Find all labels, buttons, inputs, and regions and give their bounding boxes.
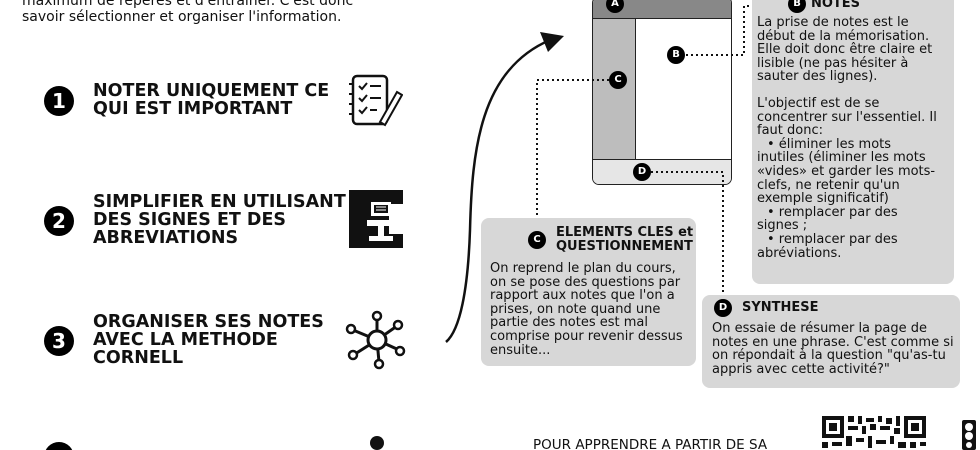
synthese-title: SYNTHESE	[742, 300, 819, 315]
notes-line: • éliminer les mots	[767, 136, 892, 152]
notes-box	[752, 0, 954, 284]
intro-line: maximum de repères et d'entraîner. C'est…	[22, 0, 354, 9]
notes-line: Elle doit donc être claire et	[757, 42, 933, 58]
notes-badge: B	[788, 0, 806, 13]
step-title-line: AVEC LA METHODE	[93, 330, 278, 350]
notes-line: sauter des lignes).	[757, 69, 878, 85]
notes-line: • remplacer par des	[767, 204, 898, 220]
notes-line: début de la mémorisation.	[757, 28, 930, 44]
cornell-diagram	[592, 0, 732, 185]
elements-cles-box	[481, 218, 696, 366]
step-title-line: QUI EST IMPORTANT	[93, 99, 293, 119]
notes-line: faut donc:	[757, 123, 823, 139]
elements-body: On reprend le plan du cours, on se pose …	[490, 262, 683, 357]
cornell-badge-c: C	[609, 71, 627, 89]
elements-line: on se pose des questions par	[490, 274, 681, 290]
elements-line: ensuite...	[490, 342, 551, 358]
elements-badge: C	[528, 231, 546, 249]
notes-line: La prise de notes est le	[757, 15, 909, 30]
step-3-title: ORGANISER SES NOTES AVEC LA METHODE CORN…	[93, 313, 324, 367]
step-title-line: DES SIGNES ET DES	[93, 210, 287, 230]
notes-line: signes ;	[757, 218, 808, 234]
synthese-badge: D	[714, 299, 732, 317]
synthese-line: On essaie de résumer la page de	[712, 321, 928, 336]
intro-line: savoir sélectionner et organiser l'infor…	[22, 9, 342, 25]
step-title-line: ABREVIATIONS	[93, 228, 239, 248]
license-badge-icon	[962, 420, 976, 450]
notes-line: inutiles (éliminer les mots	[757, 150, 926, 166]
notes-line: concentrer sur l'essentiel. Il	[757, 109, 937, 125]
cornell-badge-b: B	[667, 46, 685, 64]
cornell-cues-zone	[593, 19, 636, 159]
intro-text: maximum de repères et d'entraîner. C'est…	[22, 0, 452, 25]
step-title-line: SIMPLIFIER EN UTILISANT	[93, 192, 346, 212]
step-2-title: SIMPLIFIER EN UTILISANT DES SIGNES ET DE…	[93, 193, 346, 247]
elements-title-line: ELEMENTS CLES et	[556, 225, 694, 240]
step-4-number	[44, 442, 74, 450]
notes-title: NOTES	[811, 0, 861, 11]
elements-line: rapport aux notes que l'on a	[490, 288, 675, 304]
step-3-number: 3	[44, 326, 74, 356]
notes-line: • remplacer par des	[767, 231, 898, 247]
notes-paragraph-2: L'objectif est de se concentrer sur l'es…	[757, 97, 937, 260]
notes-line: «vides» et garder les mots-	[757, 163, 936, 179]
step-4-icon	[370, 436, 384, 450]
notes-line: abréviations.	[757, 245, 842, 261]
step-1-number: 1	[44, 86, 74, 116]
synthese-body: On essaie de résumer la page de notes en…	[712, 322, 954, 376]
step-title-line: ORGANISER SES NOTES	[93, 312, 324, 332]
step-2-number: 2	[44, 206, 74, 236]
synthese-line: notes en une phrase. C'est comme si	[712, 334, 954, 350]
network-hub-icon	[345, 310, 406, 370]
footer-text: POUR APPRENDRE A PARTIR DE SA	[533, 437, 768, 450]
checklist-icon	[349, 74, 403, 127]
step-1-title: NOTER UNIQUEMENT CE QUI EST IMPORTANT	[93, 82, 329, 118]
notes-line: exemple significatif)	[757, 191, 889, 207]
elements-title: ELEMENTS CLES et QUESTIONNEMENT	[556, 226, 693, 254]
notes-paragraph-1: La prise de notes est le début de la mém…	[757, 16, 932, 84]
qr-code-icon	[820, 414, 928, 450]
cornell-badge-a: A	[606, 0, 624, 13]
step-title-line: NOTER UNIQUEMENT CE	[93, 81, 330, 101]
elements-line: On reprend le plan du cours,	[490, 261, 676, 276]
curved-arrow-icon	[445, 32, 564, 343]
elements-line: prises, on note quand une	[490, 301, 661, 317]
elements-line: comprise pour revenir dessus	[490, 328, 683, 344]
cornell-header-zone	[593, 0, 731, 19]
elements-title-line: QUESTIONNEMENT	[556, 239, 693, 254]
synthese-box	[702, 295, 960, 388]
compress-clamp-icon	[349, 190, 403, 248]
notes-line: lisible (ne pas hésiter à	[757, 55, 909, 71]
elements-line: partie des notes est mal	[490, 315, 648, 331]
synthese-line: appris avec cette activité?"	[712, 361, 890, 377]
step-title-line: CORNELL	[93, 348, 184, 368]
notes-line: L'objectif est de se	[757, 96, 880, 111]
notes-line: clefs, ne retenir qu'un	[757, 177, 900, 193]
synthese-line: on répondait à la question "qu'as-tu	[712, 348, 946, 364]
cornell-badge-d: D	[633, 163, 651, 181]
